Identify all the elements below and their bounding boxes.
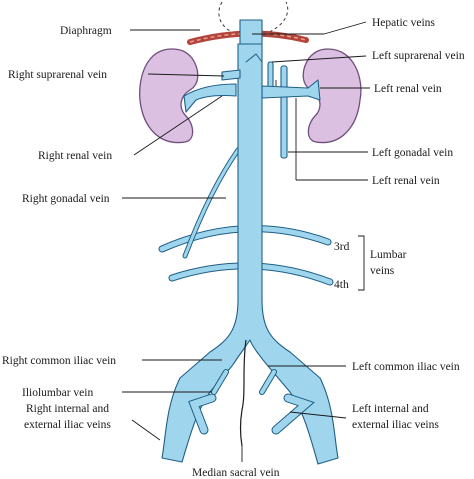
median-sacral-vein [239, 339, 247, 447]
leader-lines [122, 21, 370, 462]
label-right-suprarenal-vein: Right suprarenal vein [8, 69, 107, 81]
left-kidney [302, 48, 362, 144]
iliolumbar-veins [211, 369, 277, 395]
label-right-internal-external-1: Right internal and [26, 403, 109, 415]
label-lumbar-4th: 4th [334, 279, 349, 291]
right-kidney [139, 48, 199, 144]
left-gonadal-vein [280, 65, 288, 159]
label-diaphragm: Diaphragm [60, 25, 112, 37]
label-right-gonadal-vein: Right gonadal vein [22, 193, 110, 205]
hepatic-veins [239, 19, 263, 45]
label-left-common-iliac-vein: Left common iliac vein [352, 361, 460, 373]
label-median-sacral-vein: Median sacral vein [192, 467, 280, 479]
label-left-internal-external-2: external iliac veins [352, 419, 439, 431]
right-suprarenal-vein [221, 69, 241, 81]
label-lumbar-veins-1: Lumbar [370, 249, 407, 261]
label-hepatic-veins: Hepatic veins [372, 17, 435, 29]
hepatic-vein-branches [245, 53, 263, 63]
label-lumbar-veins-2: veins [370, 265, 395, 277]
right-renal-vein [183, 83, 237, 113]
inferior-vena-cava [161, 43, 339, 465]
label-iliolumbar-vein: Iliolumbar vein [22, 387, 93, 399]
label-left-internal-external-1: Left internal and [352, 403, 429, 415]
label-left-gonadal-vein: Left gonadal vein [372, 147, 453, 159]
label-left-renal-vein-top: Left renal vein [374, 83, 442, 95]
label-left-suprarenal-vein: Left suprarenal vein [372, 50, 465, 62]
label-right-renal-vein: Right renal vein [38, 150, 112, 162]
label-right-internal-external-2: external iliac veins [24, 419, 111, 431]
right-internal-iliac-branch [188, 393, 217, 435]
label-right-common-iliac-vein: Right common iliac vein [2, 355, 116, 367]
label-left-renal-vein-bottom: Left renal vein [372, 175, 440, 187]
right-gonadal-vein [182, 147, 241, 259]
left-internal-iliac-branch [271, 393, 315, 435]
label-lumbar-3rd: 3rd [334, 241, 350, 253]
